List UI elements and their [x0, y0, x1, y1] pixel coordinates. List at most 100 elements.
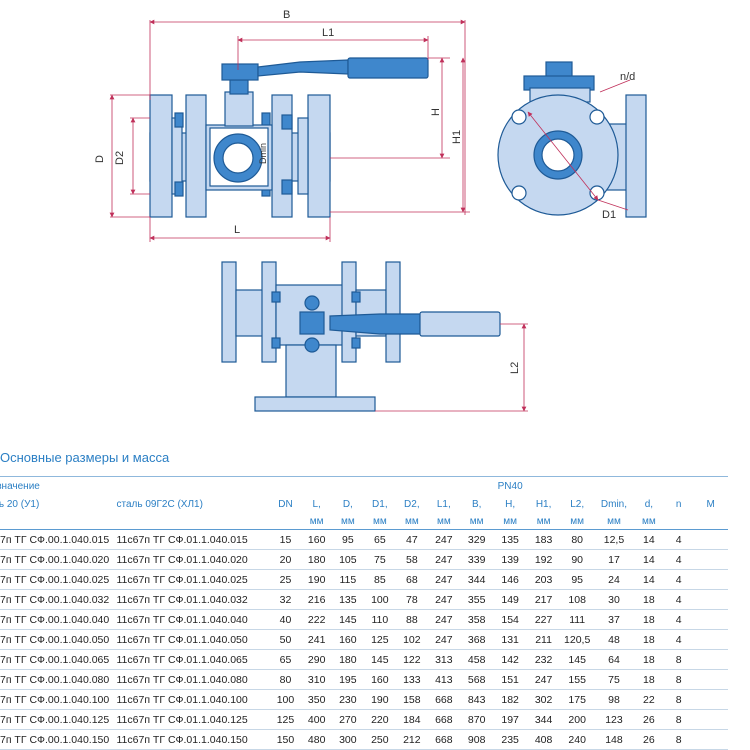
table-cell: 14: [633, 549, 665, 570]
table-cell: 211: [527, 629, 561, 650]
table-cell: [693, 709, 728, 730]
header-col-unit: мм: [633, 513, 665, 530]
table-cell: 149: [493, 589, 528, 610]
table-cell: 64: [594, 649, 634, 670]
label-B: B: [283, 9, 290, 21]
table-cell: [693, 689, 728, 710]
table-cell: 190: [301, 569, 333, 590]
table-cell: 668: [427, 689, 461, 710]
table-cell: 14: [633, 569, 665, 590]
label-Dmin: Dmin: [258, 143, 268, 164]
header-col-name: n: [675, 498, 682, 510]
table-cell: 95: [332, 529, 364, 550]
table-cell: 192: [527, 549, 561, 570]
header-col-name: d,: [644, 498, 654, 510]
table-cell: 11с67п ТГ СФ.00.1.040.050: [0, 629, 117, 650]
table-cell: 195: [332, 669, 364, 690]
table-cell: 4: [664, 549, 694, 570]
table-cell: 313: [427, 649, 461, 670]
table-cell: 217: [527, 589, 561, 610]
table-cell: 68: [396, 569, 428, 590]
table-cell: 4: [664, 529, 694, 550]
table-cell: 133: [396, 669, 428, 690]
table-cell: 480: [301, 729, 333, 750]
table-cell: 155: [560, 669, 595, 690]
table-cell: 80: [269, 669, 302, 690]
table-cell: 203: [527, 569, 561, 590]
table-cell: 11с67п ТГ СФ.00.1.040.020: [0, 549, 117, 570]
header-col-unit: мм: [527, 513, 561, 530]
table-cell: 11с67п ТГ СФ.00.1.040.125: [0, 709, 117, 730]
side-view-dimensions: [527, 79, 631, 211]
table-cell: 98: [594, 689, 634, 710]
header-col-name: L2,: [570, 498, 585, 510]
top-view-dimensions: [375, 323, 528, 412]
label-D: D: [94, 155, 106, 163]
table-cell: 145: [363, 649, 397, 670]
table-cell: 105: [332, 549, 364, 570]
header-col-name: D1,: [372, 498, 388, 510]
label-D2: D2: [114, 151, 126, 165]
table-cell: 47: [396, 529, 428, 550]
table-cell: 843: [460, 689, 494, 710]
table-cell: 18: [633, 669, 665, 690]
table-cell: 131: [493, 629, 528, 650]
table-cell: 20: [269, 549, 302, 570]
table-cell: 151: [493, 669, 528, 690]
table-cell: [693, 549, 728, 570]
label-D1: D1: [602, 209, 616, 221]
table-cell: 182: [493, 689, 528, 710]
table-cell: 180: [301, 549, 333, 570]
table-cell: 75: [363, 549, 397, 570]
table-cell: 247: [427, 529, 461, 550]
table-cell: [693, 729, 728, 750]
table-cell: 115: [332, 569, 364, 590]
label-L2: L2: [509, 362, 521, 374]
table-cell: 413: [427, 669, 461, 690]
header-col-name: М: [706, 498, 715, 510]
table-cell: 247: [427, 629, 461, 650]
table-cell: 32: [269, 589, 302, 610]
table-cell: 11с67п ТГ СФ.00.1.040.032: [0, 589, 117, 610]
table-cell: 11с67п ТГ СФ.00.1.040.065: [0, 649, 117, 670]
side-view: [497, 61, 647, 218]
label-H: H: [430, 108, 442, 116]
table-cell: [693, 629, 728, 650]
table-cell: 65: [363, 529, 397, 550]
table-cell: 870: [460, 709, 494, 730]
table-cell: 11с67п ТГ СФ.01.1.040.040: [116, 609, 270, 630]
table-cell: 150: [269, 729, 302, 750]
label-n-d: n/d: [620, 71, 635, 83]
table-cell: 355: [460, 589, 494, 610]
table-cell: 344: [527, 709, 561, 730]
table-cell: 26: [633, 709, 665, 730]
table-cell: 78: [396, 589, 428, 610]
table-cell: [693, 669, 728, 690]
table-cell: 135: [493, 529, 528, 550]
table-cell: 11с67п ТГ СФ.00.1.040.025: [0, 569, 117, 590]
table-cell: 100: [363, 589, 397, 610]
table-cell: 668: [427, 709, 461, 730]
table-cell: 158: [396, 689, 428, 710]
table-cell: 212: [396, 729, 428, 750]
table-cell: 50: [269, 629, 302, 650]
table-cell: 8: [664, 729, 694, 750]
table-cell: 270: [332, 709, 364, 730]
table-cell: 48: [594, 629, 634, 650]
table-cell: 908: [460, 729, 494, 750]
table-cell: 85: [363, 569, 397, 590]
table-cell: [693, 589, 728, 610]
header-col-unit: мм: [493, 513, 528, 530]
table-cell: 175: [560, 689, 595, 710]
table-cell: 125: [269, 709, 302, 730]
table-cell: 329: [460, 529, 494, 550]
table-cell: 24: [594, 569, 634, 590]
header-col-name: D2,: [404, 498, 420, 510]
